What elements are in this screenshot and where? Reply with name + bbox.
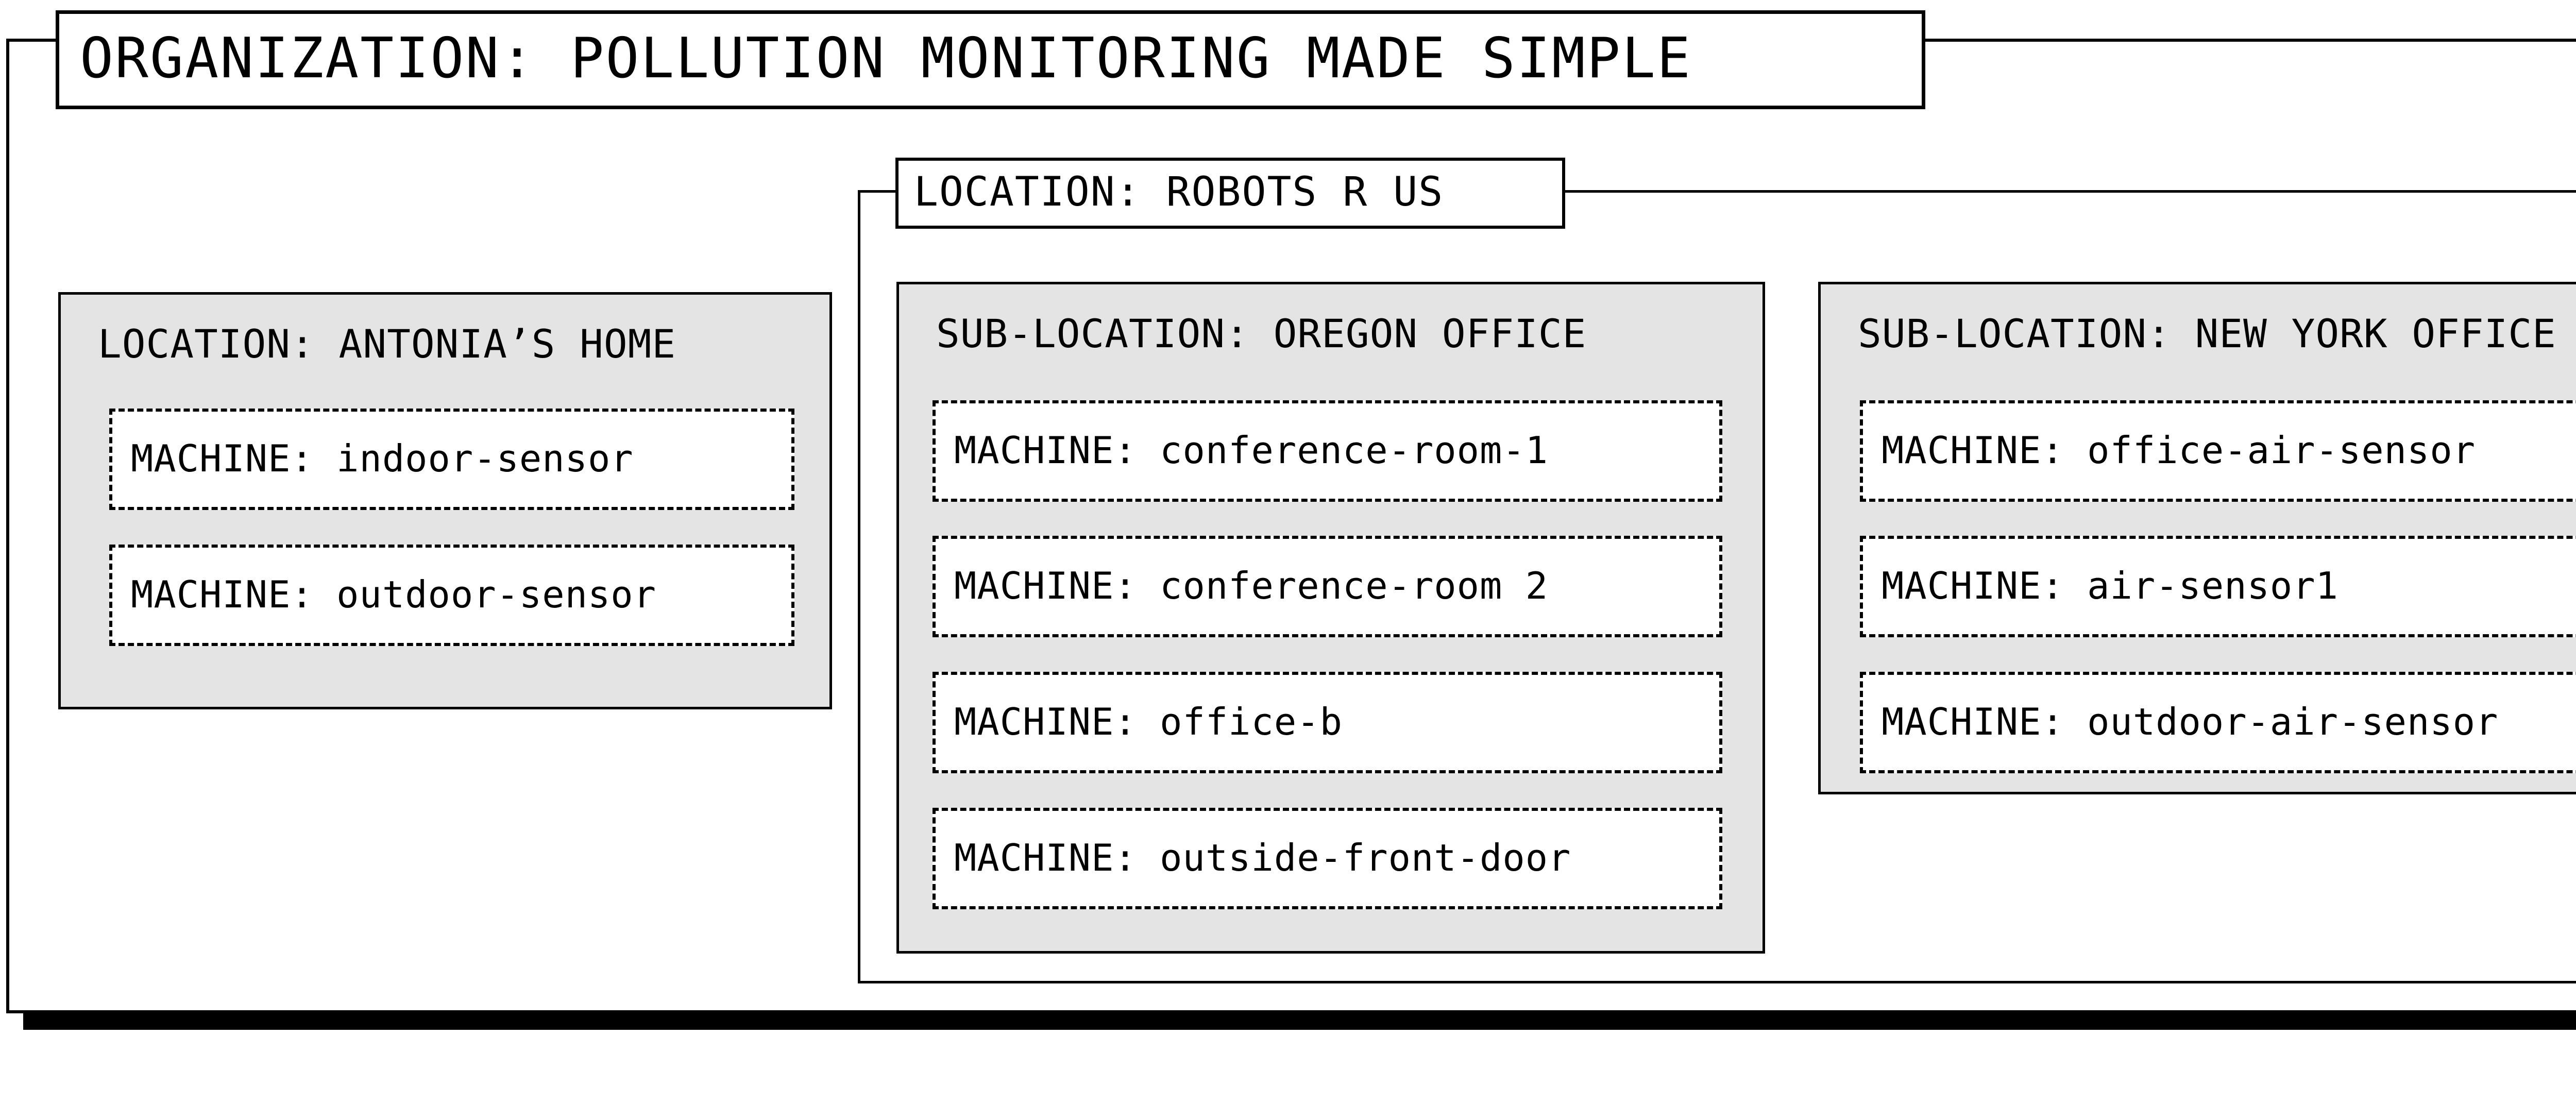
machine-box-air-sensor1[interactable]: MACHINE: air-sensor1 bbox=[1860, 536, 2576, 637]
organization-title-label: ORGANIZATION: POLLUTION MONITORING MADE … bbox=[56, 10, 1925, 109]
machine-box-office-b[interactable]: MACHINE: office-b bbox=[933, 672, 1722, 773]
machine-box-outside-front-door[interactable]: MACHINE: outside-front-door bbox=[933, 808, 1722, 909]
page-title: ORGANIZATION: POLLUTION MONITORING MADE … bbox=[80, 26, 1692, 91]
sublocation-title-new-york-office: SUB-LOCATION: NEW YORK OFFICE bbox=[1858, 311, 2556, 356]
machine-label: MACHINE: office-b bbox=[954, 700, 1343, 743]
machine-label: MACHINE: conference-room-1 bbox=[954, 428, 1549, 472]
machine-box-outdoor-sensor[interactable]: MACHINE: outdoor-sensor bbox=[109, 545, 794, 646]
location-title-robots-r-us: LOCATION: ROBOTS R US bbox=[914, 169, 1444, 215]
machine-box-indoor-sensor[interactable]: MACHINE: indoor-sensor bbox=[109, 409, 794, 510]
machine-label: MACHINE: indoor-sensor bbox=[131, 436, 634, 480]
location-title-antonia-home: LOCATION: ANTONIA’S HOME bbox=[98, 321, 676, 367]
machine-box-outdoor-air-sensor[interactable]: MACHINE: outdoor-air-sensor bbox=[1860, 672, 2576, 773]
machine-label: MACHINE: outside-front-door bbox=[954, 836, 1571, 879]
machine-box-office-air-sensor[interactable]: MACHINE: office-air-sensor bbox=[1860, 400, 2576, 502]
machine-box-conference-room-1[interactable]: MACHINE: conference-room-1 bbox=[933, 400, 1722, 502]
machine-label: MACHINE: conference-room 2 bbox=[954, 564, 1549, 607]
machine-box-conference-room-2[interactable]: MACHINE: conference-room 2 bbox=[933, 536, 1722, 637]
machine-label: MACHINE: air-sensor1 bbox=[1882, 564, 2338, 607]
sublocation-title-oregon-office: SUB-LOCATION: OREGON OFFICE bbox=[936, 311, 1587, 356]
machine-label: MACHINE: outdoor-air-sensor bbox=[1882, 700, 2499, 743]
machine-label: MACHINE: outdoor-sensor bbox=[131, 572, 656, 616]
machine-label: MACHINE: office-air-sensor bbox=[1882, 428, 2476, 472]
location-title-label-robots-r-us: LOCATION: ROBOTS R US bbox=[895, 158, 1565, 229]
